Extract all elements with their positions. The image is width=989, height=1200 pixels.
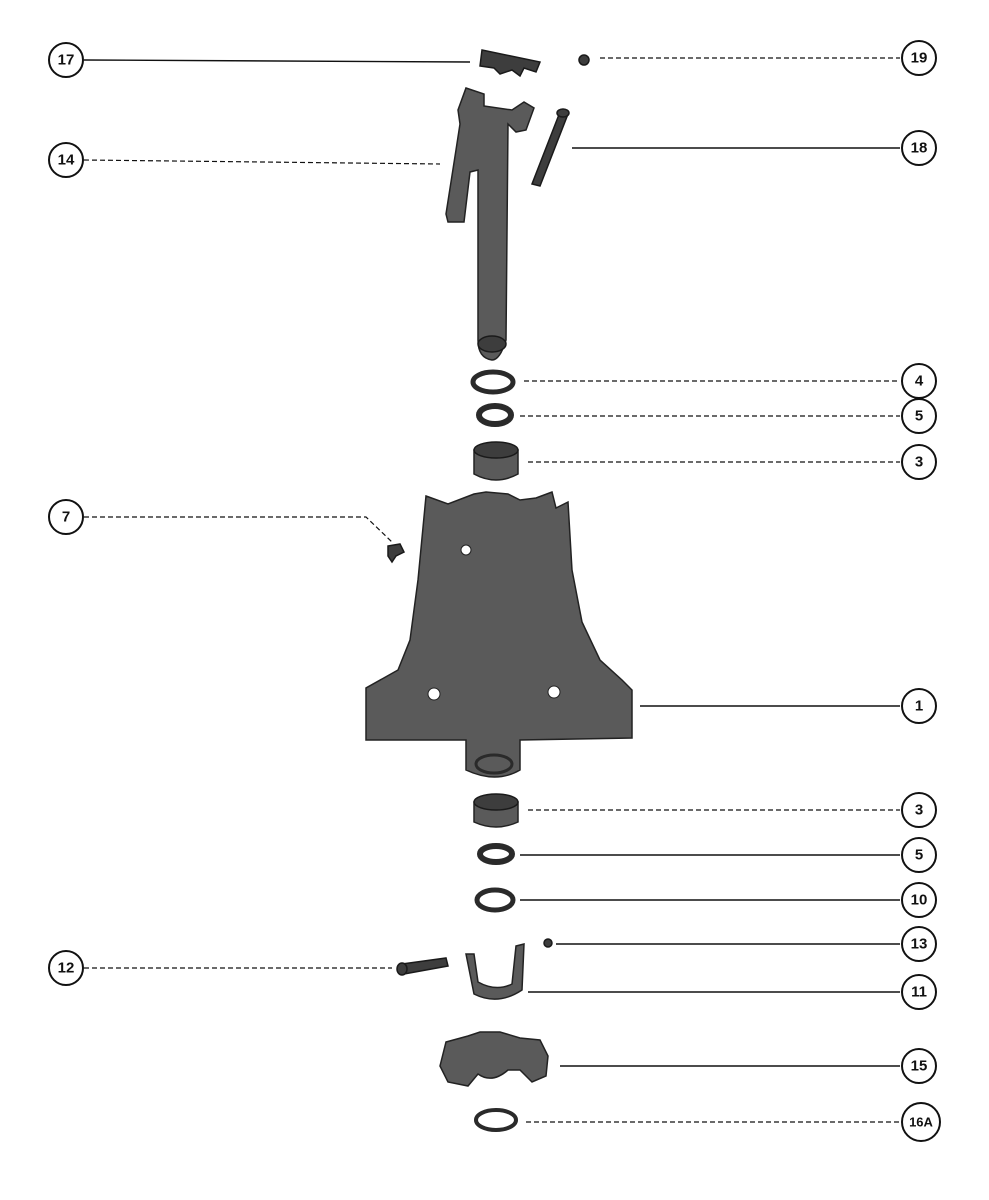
part-13-nut (543, 938, 553, 948)
part-12-bolt (396, 957, 449, 976)
part-4-o-ring (470, 369, 516, 395)
callout-13: 13 (901, 926, 937, 962)
leader-17 (83, 59, 471, 63)
callout-4: 4 (901, 363, 937, 399)
callout-15: 15 (901, 1048, 937, 1084)
callout-1-label: 1 (915, 698, 923, 715)
callout-3-upper-label: 3 (915, 454, 923, 471)
part-15-block (439, 1031, 549, 1087)
callout-3-lower: 3 (901, 792, 937, 828)
part-5-bushing-upper (476, 403, 514, 427)
callout-1: 1 (901, 688, 937, 724)
callout-17-label: 17 (58, 52, 75, 69)
callout-14-label: 14 (58, 152, 75, 169)
part-1-swivel-bracket (365, 491, 633, 778)
callout-14: 14 (48, 142, 84, 178)
part-19-ball (578, 54, 590, 66)
part-14-swivel-shaft (445, 87, 535, 361)
callout-15-label: 15 (911, 1058, 928, 1075)
callout-3-upper: 3 (901, 444, 937, 480)
callout-7: 7 (48, 499, 84, 535)
callout-7-label: 7 (62, 509, 70, 526)
part-11-u-clamp (465, 943, 525, 1000)
callout-19: 19 (901, 40, 937, 76)
part-16a-o-ring (474, 1108, 518, 1132)
callout-12: 12 (48, 950, 84, 986)
callout-16a: 16A (901, 1102, 941, 1142)
callout-5-upper-label: 5 (915, 408, 923, 425)
callout-4-label: 4 (915, 373, 924, 390)
part-10-o-ring (474, 887, 516, 913)
callout-18-label: 18 (911, 140, 928, 157)
callout-11-label: 11 (911, 984, 927, 1001)
callout-16a-label: 16A (909, 1115, 933, 1130)
part-18-pin (530, 108, 570, 187)
callout-18: 18 (901, 130, 937, 166)
part-5-bushing-lower (477, 843, 515, 865)
callout-3-lower-label: 3 (915, 802, 923, 819)
leader-lines (83, 57, 902, 1123)
leader-7 (84, 516, 393, 543)
part-3-bearing-lower (473, 793, 519, 828)
part-7-screw (387, 543, 406, 564)
callout-13-label: 13 (911, 936, 928, 953)
part-17-retaining-clip (479, 49, 542, 78)
callout-5-upper: 5 (901, 398, 937, 434)
callout-17: 17 (48, 42, 84, 78)
callout-5-lower-label: 5 (915, 847, 923, 864)
callout-10: 10 (901, 882, 937, 918)
callout-12-label: 12 (58, 960, 75, 977)
callout-5-lower: 5 (901, 837, 937, 873)
leader-14 (83, 159, 441, 165)
callout-10-label: 10 (911, 892, 928, 909)
part-3-bearing-upper (473, 441, 519, 481)
callout-11: 11 (901, 974, 937, 1010)
callout-19-label: 19 (911, 50, 928, 67)
